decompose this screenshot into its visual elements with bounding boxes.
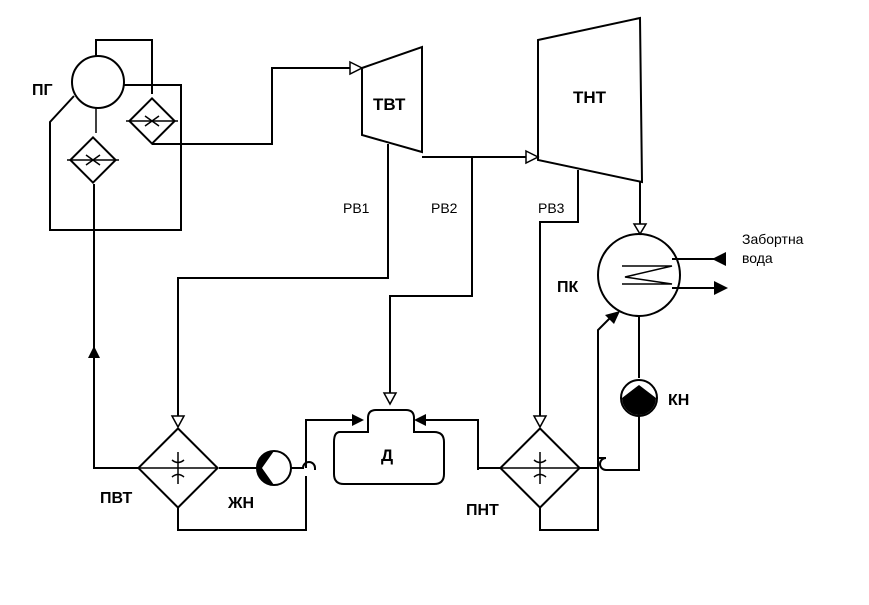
main-steam-line — [152, 67, 357, 145]
sea-water-outlet-arrow — [714, 281, 728, 295]
pipe-crossing-lp — [599, 457, 607, 471]
sea-water-inlet-arrow — [712, 252, 726, 266]
extraction-line-3 — [539, 170, 579, 420]
steam-generator: ПГ — [32, 39, 182, 231]
evaporator — [67, 135, 119, 185]
feed-pump: ЖН — [227, 450, 292, 512]
lp-turbine-label: ТНТ — [573, 88, 607, 107]
lp-turbine: ТНТ — [537, 16, 644, 184]
sea-water-label-line2: вода — [742, 250, 773, 266]
extraction-1-label: РВ1 — [343, 200, 370, 216]
deaerator: Д — [333, 409, 445, 485]
extraction-1-arrow — [170, 415, 186, 429]
superheater — [126, 96, 178, 146]
extraction-2-arrow — [382, 392, 398, 406]
extraction-3-label: РВ3 — [538, 200, 565, 216]
pump-to-lp-heater — [606, 416, 640, 471]
pipe-crossing-hp — [291, 461, 316, 470]
sea-water-label-line1: Забортна — [742, 231, 804, 247]
extraction-line-1 — [177, 144, 389, 420]
steam-generator-drum — [71, 55, 125, 109]
hp-heater-label: ПВТ — [100, 490, 132, 507]
drain-to-condenser-arrow — [605, 311, 620, 324]
hp-turbine-label: ТВТ — [373, 95, 406, 114]
condensate-pump: КН — [620, 379, 689, 417]
feed-pump-label: ЖН — [227, 495, 254, 512]
deaerator-left-inlet — [305, 419, 358, 468]
feed-water-arrow — [88, 346, 100, 358]
steam-generator-label: ПГ — [32, 82, 53, 99]
hp-heater: ПВТ — [100, 426, 220, 510]
lp-to-deaerator-arrow — [414, 414, 426, 426]
steam-generator-body — [49, 84, 182, 231]
lp-exhaust-arrow — [632, 223, 648, 236]
lp-heater-to-deaerator — [420, 419, 479, 470]
drum-top-loop — [95, 39, 153, 94]
extraction-2-label: РВ2 — [431, 200, 458, 216]
main-steam-arrow — [349, 60, 364, 76]
condensate-pump-label: КН — [668, 392, 689, 409]
lp-heater-label: ПНТ — [466, 502, 499, 519]
extraction-line-2 — [389, 157, 473, 398]
extraction-3-arrow — [532, 415, 548, 429]
feed-water-return — [93, 184, 138, 469]
main-condenser: ПК — [557, 233, 681, 317]
crossover-arrow — [525, 149, 540, 165]
lp-heater: ПНТ — [466, 426, 582, 519]
main-condenser-label: ПК — [557, 279, 579, 296]
lp-heater-drain — [539, 313, 615, 531]
hp-heater-drain — [177, 476, 307, 531]
deaerator-left-arrow — [352, 414, 364, 426]
hp-turbine: ТВТ — [361, 45, 423, 154]
deaerator-label: Д — [381, 446, 393, 465]
